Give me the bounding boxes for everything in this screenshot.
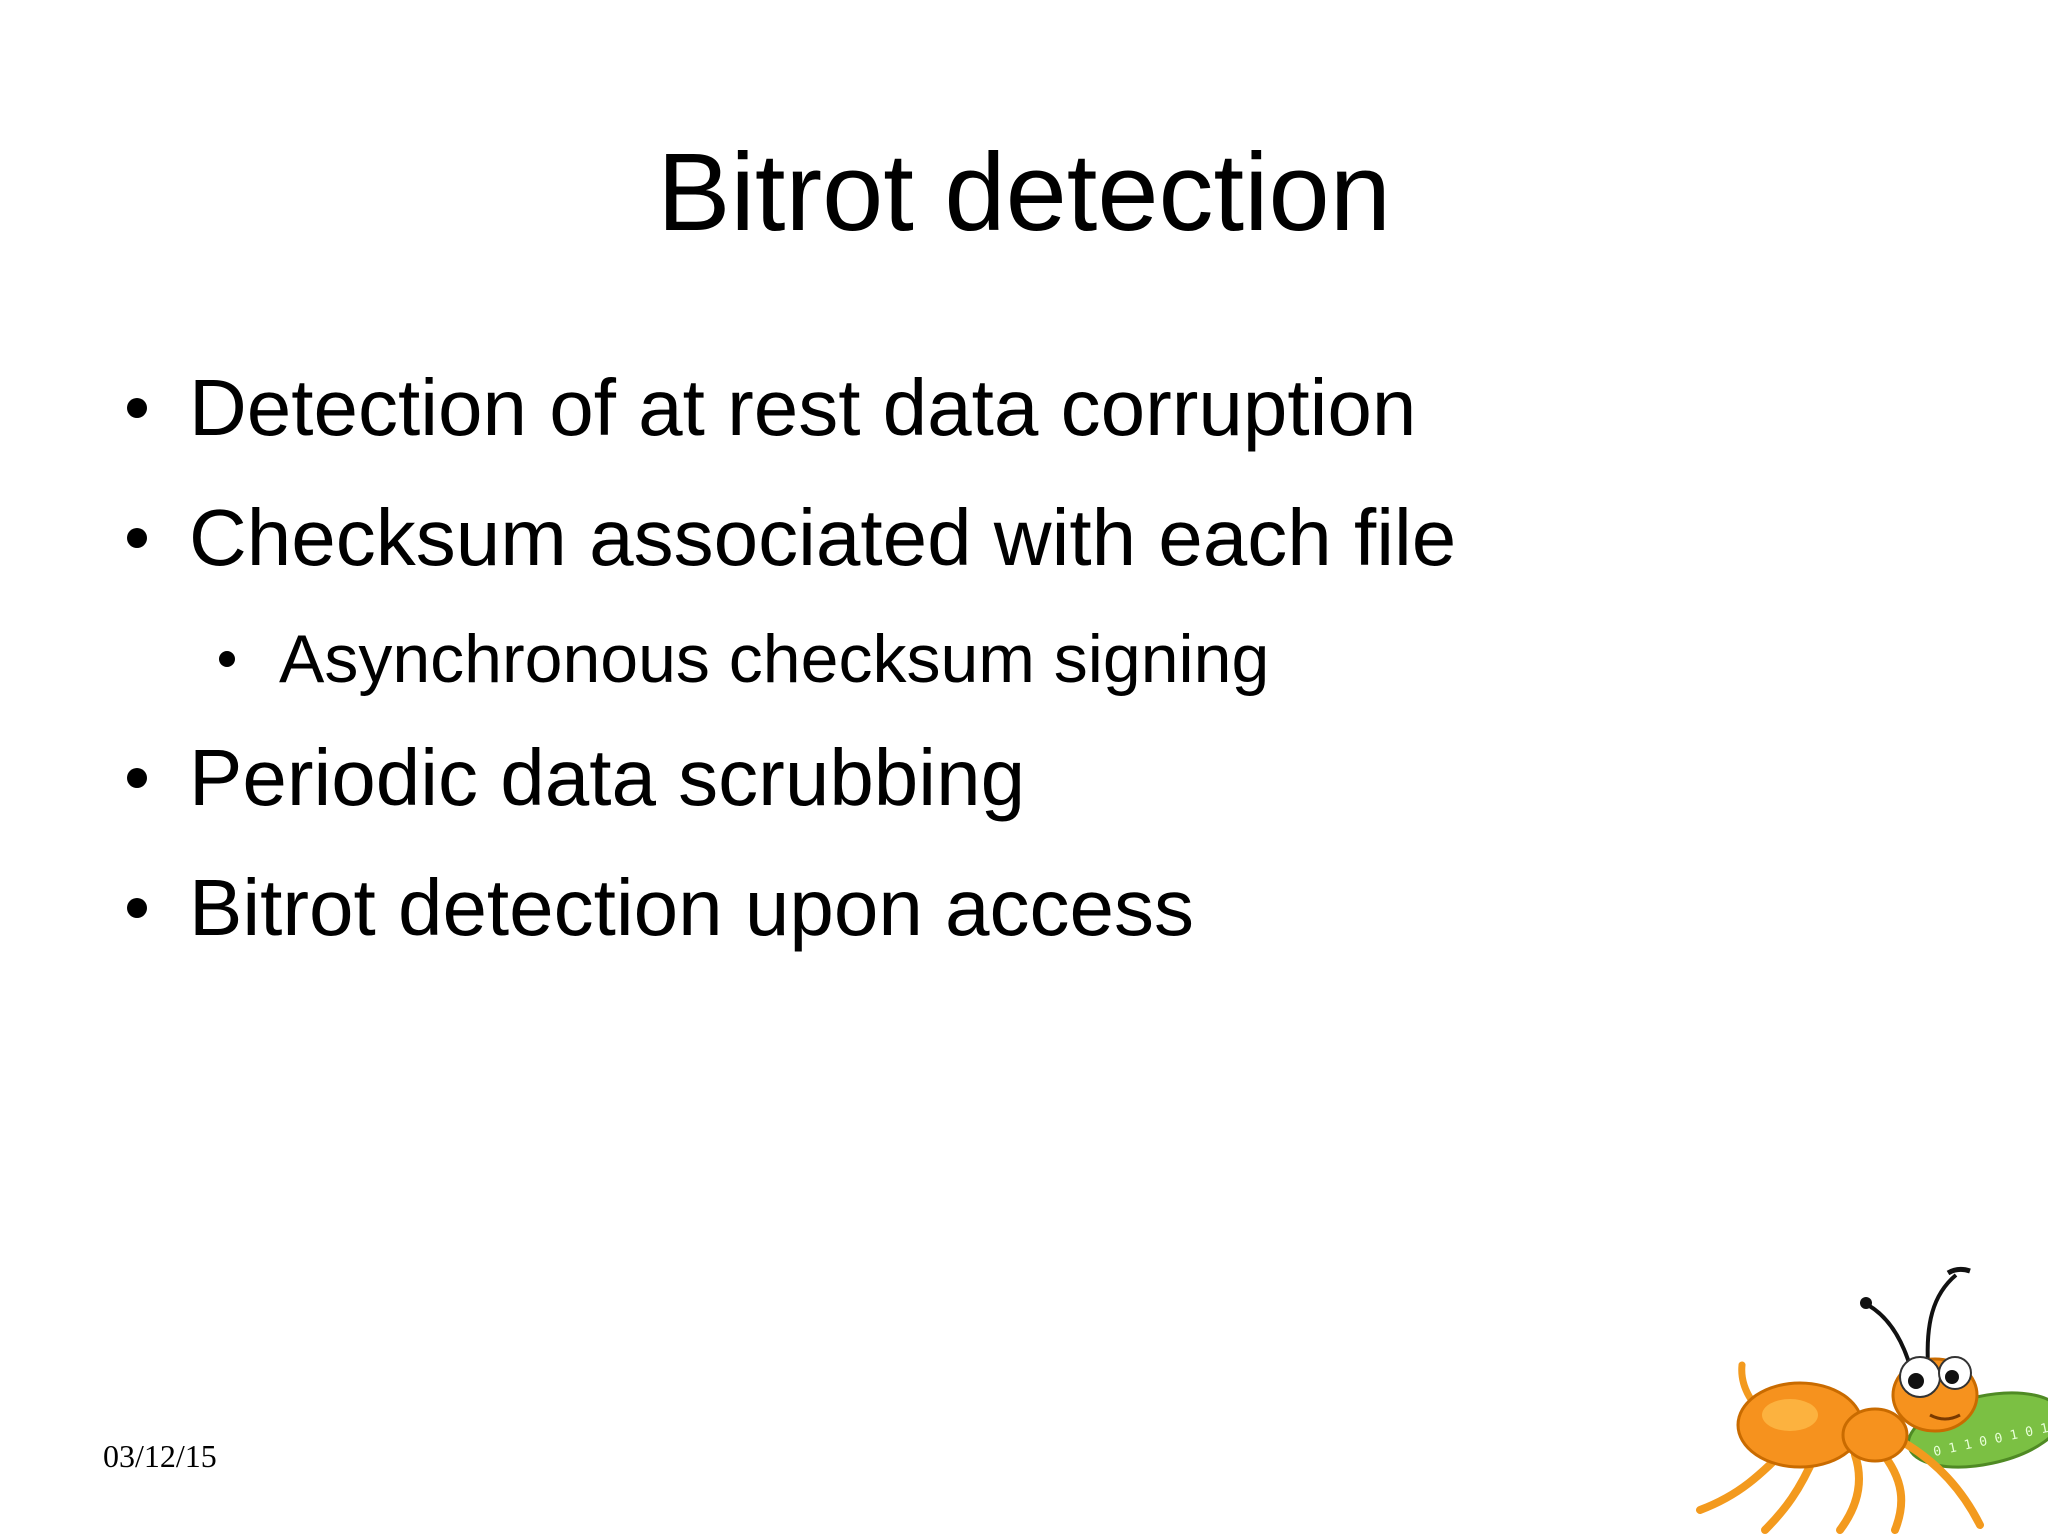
bullet-text: Checksum associated with each file [189, 493, 1457, 582]
bullet-dot-icon [127, 898, 147, 918]
bullet-list: Detection of at rest data corruption Che… [127, 358, 1456, 958]
bullet-dot-icon [127, 528, 147, 548]
slide-title: Bitrot detection [657, 131, 1391, 254]
bullet-dot-icon [127, 398, 147, 418]
bullet-dot-icon [127, 768, 147, 788]
bullet-item: Checksum associated with each file [127, 488, 1456, 588]
bullet-text: Bitrot detection upon access [189, 863, 1195, 952]
bullet-text: Periodic data scrubbing [189, 733, 1026, 822]
sub-bullet-item: Asynchronous checksum signing [219, 614, 1269, 704]
bullet-item: Bitrot detection upon access [127, 858, 1194, 958]
bullet-dot-icon [219, 651, 235, 667]
bullet-item: Detection of at rest data corruption [127, 358, 1416, 458]
bullet-text: Asynchronous checksum signing [279, 621, 1270, 697]
slide-date: 03/12/15 [103, 1438, 217, 1474]
ant-mascot-icon: 0 1 1 0 0 1 0 1 0 0 1 1 0 1 0 [1696, 1266, 2048, 1534]
bullet-text: Detection of at rest data corruption [189, 363, 1417, 452]
bullet-item: Periodic data scrubbing [127, 728, 1025, 828]
